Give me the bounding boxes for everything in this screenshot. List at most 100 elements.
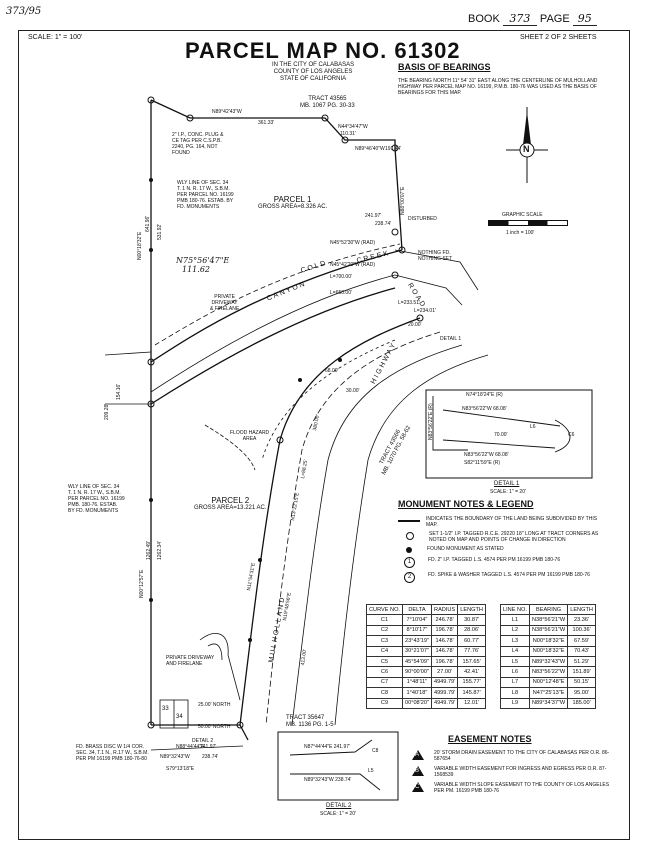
dim-label: N00°12'57"E — [139, 569, 145, 598]
detail2-dim: L5 — [368, 768, 374, 774]
curve-table-header: CURVE NO. DELTA RADIUS LENGTH — [366, 603, 486, 616]
dim-label: 238.74' — [375, 221, 392, 227]
curve-table-cell: 7°10'04" — [401, 614, 432, 626]
map-sheet-border — [18, 30, 630, 840]
curve-table-cell: 155.77' — [457, 676, 486, 689]
brass-disc-note: FD. BRASS DISC W 1/4 COR. SEC. 34, T.1 N… — [76, 744, 149, 762]
curve-table-cell: 27.00' — [430, 666, 459, 678]
brass-disc-text: SEC. 34, T.1 N., R.17 W., S.B.M. — [76, 750, 149, 756]
easement-heading: EASEMENT NOTES — [448, 734, 532, 744]
line-table-cell: N00°12'48"E — [528, 676, 569, 689]
ip-note-line: 2240, PG. 164, NOT — [172, 144, 218, 150]
dim-label: 110.31' — [340, 131, 356, 137]
driveway-text: & FIRELANE — [210, 306, 240, 312]
city-line: IN THE CITY OF CALABASAS — [272, 62, 355, 68]
page-number: 95 — [572, 12, 597, 26]
easement-text: VARIABLE WIDTH EASEMENT FOR INGRESS AND … — [434, 766, 607, 778]
line-table-cell: 23.36' — [567, 614, 596, 626]
legend-item: SET 1-1/2" I.P. TAGGED R.C.E. 29220 18" … — [398, 531, 610, 543]
parcel-1-name: PARCEL 1 — [273, 195, 312, 204]
dim-label: L=233.51' — [398, 300, 420, 306]
wly-line-text: PMB 180-76. ESTAB. BY — [177, 198, 234, 204]
line-table-cell: 151.89' — [567, 666, 596, 678]
curve-table-cell: 42.41' — [457, 666, 486, 678]
legend-text: FOUND MONUMENT AS STATED — [427, 546, 504, 552]
handwritten-bearing-line: N75°56'47"E — [176, 256, 230, 265]
monument-2-icon: 2 — [404, 572, 415, 583]
detail-1-ref: DETAIL 1 — [440, 336, 462, 342]
dim-label: 1262.34' — [157, 540, 163, 560]
nothing-found-label: NOTHING FD. NOTHING SET — [418, 250, 452, 262]
brass-disc-text: PER PM 16199 PMB 180-76-80 — [76, 756, 147, 762]
private-driveway-label: PRIVATE DRIVEWAY & FIRELANE — [210, 294, 239, 312]
flood-text: AREA — [242, 436, 257, 442]
legend-text: FD. SPIKE & WASHER TAGGED L.S. 4574 PER … — [428, 572, 590, 578]
county-line: COUNTY OF LOS ANGELES — [273, 69, 353, 75]
curve-table-cell: 145.87' — [457, 687, 486, 699]
legend-text: FD. 2" I.P. TAGGED L.S. 4574 PER PM 1619… — [428, 557, 561, 563]
dim-label: 238.74' — [202, 754, 219, 760]
dim-label: N89°46'40"W — [355, 146, 385, 152]
basis-heading: BASIS OF BEARINGS — [398, 62, 491, 72]
curve-col-header: DELTA — [401, 603, 432, 616]
parcel-2-label: PARCEL 2 GROSS AREA=13.221 AC. — [194, 496, 267, 512]
line-table-cell: L7 — [500, 676, 530, 689]
page-title: PARCEL MAP NO. 61302 — [185, 38, 461, 63]
line-table-cell: N00°18'32"E — [528, 635, 569, 647]
legend-text: INDICATES THE BOUNDARY OF THE LAND BEING… — [426, 516, 598, 528]
wly-line-text: BY FD. MONUMENTS — [68, 508, 119, 514]
detail2-dim: N87°44'44"E 241.97' — [304, 744, 350, 750]
line-table-cell: N38°56'21"W — [528, 614, 569, 626]
parcel-2-name: PARCEL 2 — [211, 496, 250, 505]
graphic-scale-label: GRAPHIC SCALE — [502, 212, 543, 218]
curve-table-cell: 30°21'07" — [401, 645, 432, 657]
curve-table-cell: 12.01' — [457, 697, 486, 709]
detail1-dim: 70.00' — [494, 432, 508, 438]
book-number: 373 — [502, 12, 537, 26]
detail1-dim: N74°18'24"E (R) — [466, 392, 503, 398]
curve-col-header: RADIUS — [430, 603, 459, 616]
north-letter: N — [523, 144, 530, 154]
curve-table-cell: C3 — [366, 635, 403, 647]
curve-table-cell: C8 — [366, 687, 403, 699]
dim-label: N45°52'30"W (RAD) — [330, 240, 376, 246]
detail-2-title: DETAIL 2 — [326, 803, 352, 809]
driveway-text: PRIVATE — [214, 294, 235, 300]
curve-table-cell: 1°48'11" — [401, 676, 432, 689]
sheet-number: SHEET 2 OF 2 SHEETS — [520, 34, 597, 41]
line-col-header: LINE NO. — [500, 603, 530, 616]
detail-2-ref: DETAIL 2 — [192, 738, 214, 744]
detail2-dim: N89°32'43"W 238.74' — [304, 777, 352, 783]
curve-table-cell: 157.65' — [457, 655, 486, 668]
ip-note: 2" I.P., CONC. PLUG & CE TAG PER C.S.P.B… — [172, 132, 223, 156]
private-driveway-2-label: PRIVATE DRIVEWAY AND FIRELANE — [166, 655, 214, 667]
curve-table-cell: 77.76' — [457, 645, 486, 657]
wly-line-text: T. 1 N. R. 17 W., S.B.M. — [177, 186, 230, 192]
curve-table-cell: 1°40'18" — [401, 687, 432, 699]
tract-43565-line2: MB. 1067 PG. 30-33 — [300, 103, 355, 109]
driveway-text: DRIVEWAY — [211, 300, 238, 306]
tract-43565-label: TRACT 43565 MB. 1067 PG. 30-33 — [300, 96, 355, 110]
dim-label: S79°13'18"E — [166, 766, 195, 772]
line-table-cell: L6 — [500, 666, 530, 678]
dim-label: 30.00' — [346, 388, 360, 394]
section-number-right: 34 — [176, 714, 183, 720]
curve-col-header: LENGTH — [457, 603, 486, 616]
curve-table-cell: 4999.79' — [430, 687, 459, 699]
tract-35647-label: TRACT 35647 MB. 1136 PG. 1-5 — [286, 715, 334, 729]
curve-table-cell: C1 — [366, 614, 403, 626]
curve-table-cell: C5 — [366, 655, 403, 668]
easement-text: 20' STORM DRAIN EASEMENT TO THE CITY OF … — [434, 750, 610, 762]
curve-table-cell: 23°43'19" — [401, 635, 432, 647]
